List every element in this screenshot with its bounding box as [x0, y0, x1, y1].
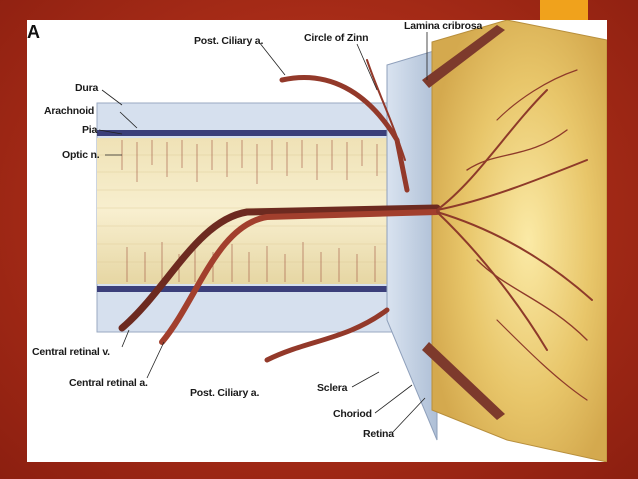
label-dura: Dura: [75, 82, 99, 94]
label-sclera: Sclera: [317, 382, 348, 394]
central-retinal-artery: [159, 209, 440, 345]
label-pia: Pia: [82, 124, 98, 136]
choroid-strip-top: [422, 25, 505, 88]
orange-accent-block: [540, 0, 588, 22]
label-retina: Retina: [363, 428, 394, 440]
figure-letter: A: [27, 22, 40, 42]
retina-block: [431, 20, 607, 462]
post-ciliary-artery-bottom: [264, 307, 390, 363]
label-central-retinal-a: Central retinal a.: [69, 377, 148, 389]
label-choriod: Choriod: [333, 408, 372, 420]
label-optic-n: Optic n.: [62, 149, 100, 161]
central-retinal-vein: [118, 204, 441, 332]
label-circle-of-zinn: Circle of Zinn: [304, 32, 369, 44]
label-lamina-cribrosa: Lamina cribrosa: [404, 20, 483, 32]
post-ciliary-artery-top: [279, 75, 410, 193]
sclera-wall: [386, 49, 438, 441]
optic-nerve-illustration: [96, 20, 607, 462]
label-arachnoid: Arachnoid: [44, 105, 95, 117]
label-post-ciliary-top: Post. Ciliary a.: [194, 35, 264, 47]
diagram-panel: A Post. Ciliary a. Circle of Zinn Lamina…: [27, 20, 607, 462]
label-central-retinal-v: Central retinal v.: [32, 346, 110, 358]
pia-band-bottom: [97, 286, 412, 292]
label-post-ciliary-bottom: Post. Ciliary a.: [190, 387, 260, 399]
choroid-strip-bottom: [422, 342, 505, 420]
pia-band-top: [97, 130, 412, 136]
